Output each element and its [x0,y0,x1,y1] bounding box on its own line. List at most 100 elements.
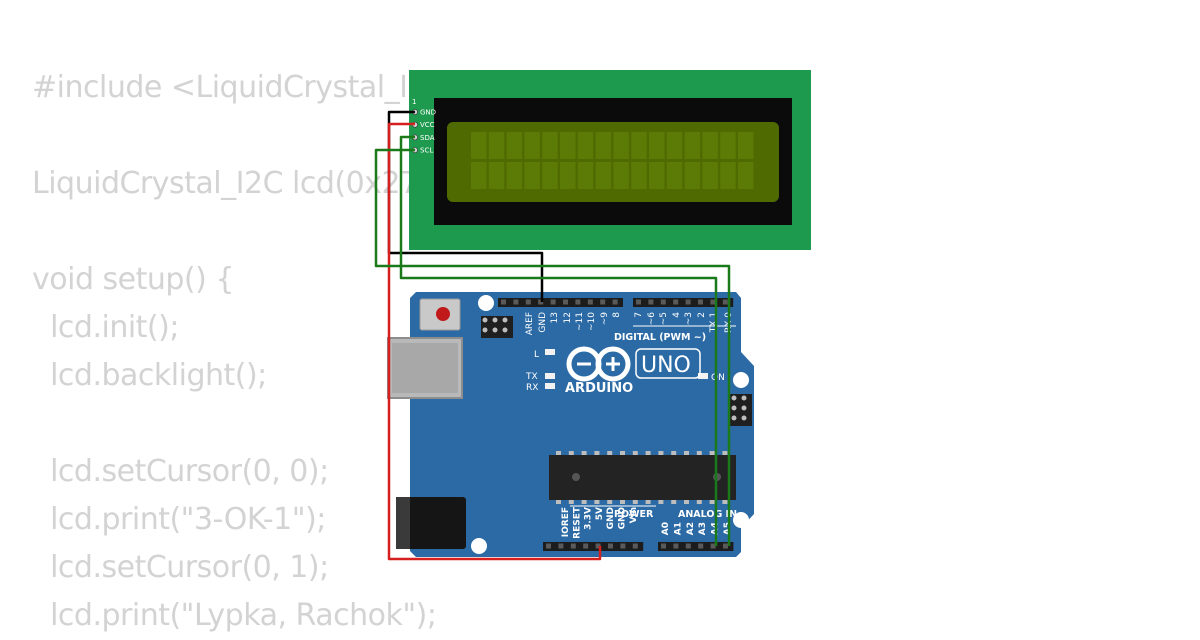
header-pin[interactable] [546,543,551,549]
digital-pin-label: 8 [612,312,622,318]
power-label: POWER [614,509,654,520]
header-pin[interactable] [550,299,556,305]
arduino-logo-icon [566,346,631,382]
header-pin[interactable] [660,299,666,305]
header-pin[interactable] [673,543,679,549]
lcd-char-cell [649,132,665,159]
wire-scl[interactable] [374,148,731,546]
digital-pin-label: 4 [672,312,682,318]
header-pin[interactable] [513,299,519,305]
usb-connector-inner [392,343,458,393]
lcd-char-cell [631,132,647,159]
arduino-brand: ARDUINO [565,381,633,396]
led-l-label: L [534,350,539,360]
header-pin[interactable] [525,299,531,305]
led-l [545,349,555,355]
header-pin[interactable] [501,299,506,305]
digital-pin-header[interactable] [498,298,734,307]
chip-dot [572,473,580,481]
header-housing [633,298,734,307]
header-pin[interactable] [620,543,626,549]
lcd-char-cell [702,162,718,189]
lcd-char-cell [488,132,505,159]
power-jack-side [396,497,410,549]
wire-sda[interactable] [399,135,718,546]
chip-leg [581,451,587,455]
header-pin[interactable] [583,543,589,549]
icsp-pin [482,317,488,323]
header-pin[interactable] [608,543,613,549]
analog-pin-label: A1 [673,522,683,535]
mounting-hole [471,538,487,554]
header-pin[interactable] [685,299,691,305]
lcd-char-cell [720,132,736,159]
header-pin[interactable] [612,299,618,305]
code-line: lcd.print("3-OK-1"); [32,502,326,537]
chip-leg [722,451,728,455]
icsp-header-left [481,316,513,338]
header-pin[interactable] [710,543,716,549]
lcd-char-cell [471,132,487,159]
power-pin-label: 5V [595,507,605,520]
power-pin-label: IOREF [561,507,571,537]
wire-vcc[interactable] [387,122,602,561]
lcd-char-cell [524,132,540,159]
lcd-char-cell [560,132,576,159]
chip-leg [696,500,702,504]
reset-button-cap [436,307,450,321]
icsp-pin [731,415,737,421]
header-pin[interactable] [587,299,593,305]
lcd-char-cell [542,132,558,159]
lcd-char-cell [471,162,487,189]
header-pin[interactable] [595,543,601,549]
digital-pin-label: ~5 [659,312,669,325]
lcd-char-cell [649,162,665,189]
header-pin[interactable] [698,299,703,305]
header-pin[interactable] [570,543,576,549]
header-pin[interactable] [710,299,716,305]
analog-pin-header[interactable] [658,542,734,551]
digital-label: DIGITAL (PWM ~) [614,332,706,343]
analog-pin-label: A0 [661,522,671,535]
power-pin-label: GND [618,507,628,529]
header-pin[interactable] [558,543,564,549]
header-pin[interactable] [632,543,638,549]
mounting-hole [733,512,749,528]
microcontroller-chip [549,455,736,500]
chip-leg [581,500,587,504]
header-pin[interactable] [698,543,704,549]
digital-pin-label: 7 [634,312,644,318]
lcd-char-cell [595,162,612,189]
header-pin[interactable] [575,299,581,305]
lcd-pin-label: VCC [420,121,435,129]
chip-leg [709,451,715,455]
digital-pin-label: ~9 [600,312,610,326]
led-rx-label: RX [526,383,538,393]
power-pin-header[interactable] [543,542,644,551]
lcd-char-cell [577,132,594,159]
chip-leg [620,500,625,504]
header-pin[interactable] [722,299,728,305]
header-pin[interactable] [600,299,606,305]
header-pin[interactable] [661,543,666,549]
header-pin[interactable] [673,299,679,305]
lcd-char-cell [631,162,647,189]
lcd-char-cell [613,162,629,189]
header-pin[interactable] [636,299,641,305]
header-pin[interactable] [563,299,568,305]
analog-pin-label: A2 [686,522,696,535]
analog-pin-label: A3 [698,522,708,535]
chip-leg [671,500,677,504]
header-pin[interactable] [685,543,691,549]
header-pin[interactable] [648,299,654,305]
led-on-label: ON [711,373,725,383]
icsp-pin [482,327,488,333]
header-pin[interactable] [723,543,728,549]
chip-leg [556,500,561,504]
header-pin[interactable] [538,299,544,305]
code-line: void setup() { [32,262,234,297]
chip-leg [594,451,600,455]
header-housing [658,542,734,551]
